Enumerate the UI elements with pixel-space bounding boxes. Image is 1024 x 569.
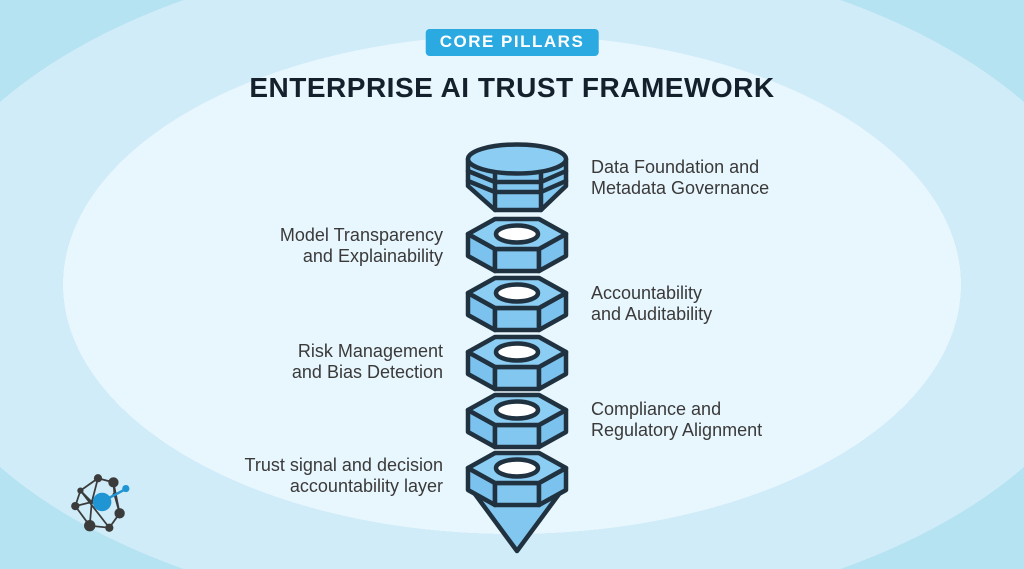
pillar-label-compliance: Compliance and Regulatory Alignment — [591, 399, 763, 440]
hex-nut-shape — [465, 333, 569, 393]
hex-nut-funnel-icon — [465, 450, 569, 554]
hex-nut-funnel-shape — [465, 449, 569, 557]
hex-nut-shape — [465, 215, 569, 275]
network-graph-logo — [66, 470, 132, 536]
pillar-label-data-foundation: Data Foundation and Metadata Governance — [591, 157, 770, 198]
network-graph-icon — [71, 474, 130, 532]
page-title: ENTERPRISE AI TRUST FRAMEWORK — [249, 72, 775, 103]
hex-nut-icon — [465, 216, 569, 274]
core-pillars-badge: CORE PILLARS — [425, 29, 599, 56]
pillar-label-risk-management: Risk Management and Bias Detection — [291, 341, 443, 382]
hex-nut-icon — [465, 275, 569, 333]
cylinder-shape — [465, 141, 569, 213]
pillar-label-trust-signal: Trust signal and decision accountability… — [244, 455, 443, 496]
cylinder-icon — [465, 142, 569, 213]
hex-nut-icon — [465, 334, 569, 392]
pillar-label-model-transparency: Model Transparency and Explainability — [279, 225, 443, 266]
hex-nut-icon — [465, 392, 569, 450]
hex-nut-shape — [465, 274, 569, 334]
pillar-label-accountability: Accountability and Auditability — [591, 283, 713, 324]
hex-nut-shape — [465, 391, 569, 451]
